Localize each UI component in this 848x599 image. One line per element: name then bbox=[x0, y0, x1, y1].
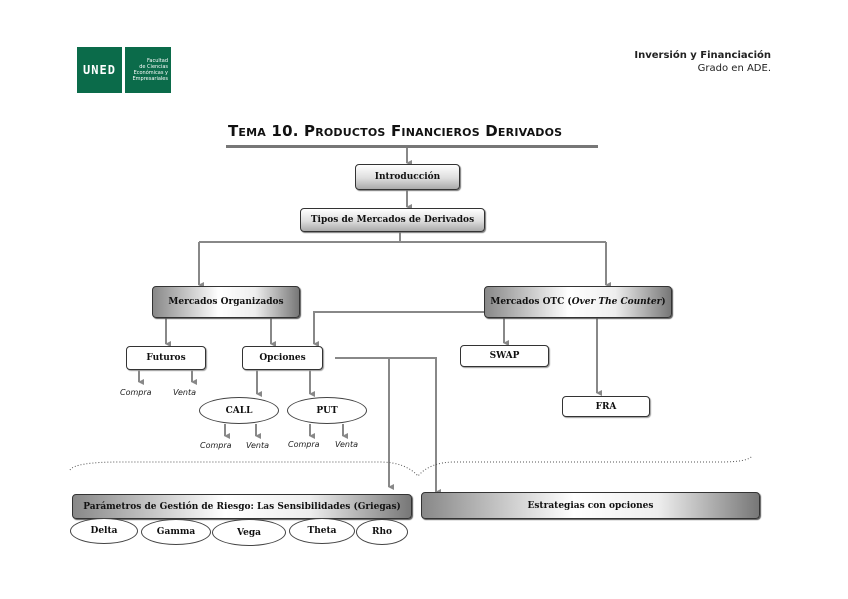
greek-rho: Rho bbox=[356, 519, 408, 545]
greek-theta: Theta bbox=[289, 518, 355, 544]
title-rule bbox=[226, 145, 598, 148]
greek-gamma: Gamma bbox=[141, 519, 211, 545]
page-title: Tema 10. Productos Financieros Derivados bbox=[228, 122, 563, 140]
logo-main: UNED bbox=[77, 47, 122, 93]
degree-name: Grado en ADE. bbox=[697, 63, 771, 74]
put-compra: Compra bbox=[288, 440, 320, 449]
course-header: Inversión y Financiación Grado en ADE. bbox=[634, 49, 771, 75]
node-fra: FRA bbox=[562, 396, 650, 417]
call-venta: Venta bbox=[246, 441, 270, 450]
node-call: CALL bbox=[199, 397, 279, 424]
node-mercados-otc: Mercados OTC (Over The Counter) bbox=[484, 286, 672, 318]
logo-faculty: Facultad de Ciencias Económicas y Empres… bbox=[125, 47, 171, 93]
node-parametros-riesgo: Parámetros de Gestión de Riesgo: Las Sen… bbox=[72, 494, 412, 519]
node-swap: SWAP bbox=[460, 345, 549, 367]
arrow-opciones-estrategias bbox=[389, 357, 441, 495]
node-tipos-mercados: Tipos de Mercados de Derivados bbox=[300, 208, 485, 232]
call-compra: Compra bbox=[200, 441, 232, 450]
course-name: Inversión y Financiación bbox=[634, 50, 771, 61]
node-introduccion: Introducción bbox=[355, 164, 460, 190]
greek-delta: Delta bbox=[70, 518, 138, 544]
uned-logo: UNED Facultad de Ciencias Económicas y E… bbox=[77, 47, 171, 93]
node-put: PUT bbox=[287, 397, 367, 424]
node-estrategias-opciones: Estrategias con opciones bbox=[421, 492, 760, 519]
futuros-compra: Compra bbox=[120, 388, 152, 397]
put-venta: Venta bbox=[335, 440, 359, 449]
node-opciones: Opciones bbox=[242, 346, 323, 370]
arrow-otc-opciones bbox=[313, 311, 484, 347]
greek-vega: Vega bbox=[212, 519, 286, 546]
futuros-venta: Venta bbox=[173, 388, 197, 397]
node-mercados-organizados: Mercados Organizados bbox=[152, 286, 300, 318]
dotted-brace bbox=[69, 455, 753, 477]
node-futuros: Futuros bbox=[126, 346, 206, 370]
